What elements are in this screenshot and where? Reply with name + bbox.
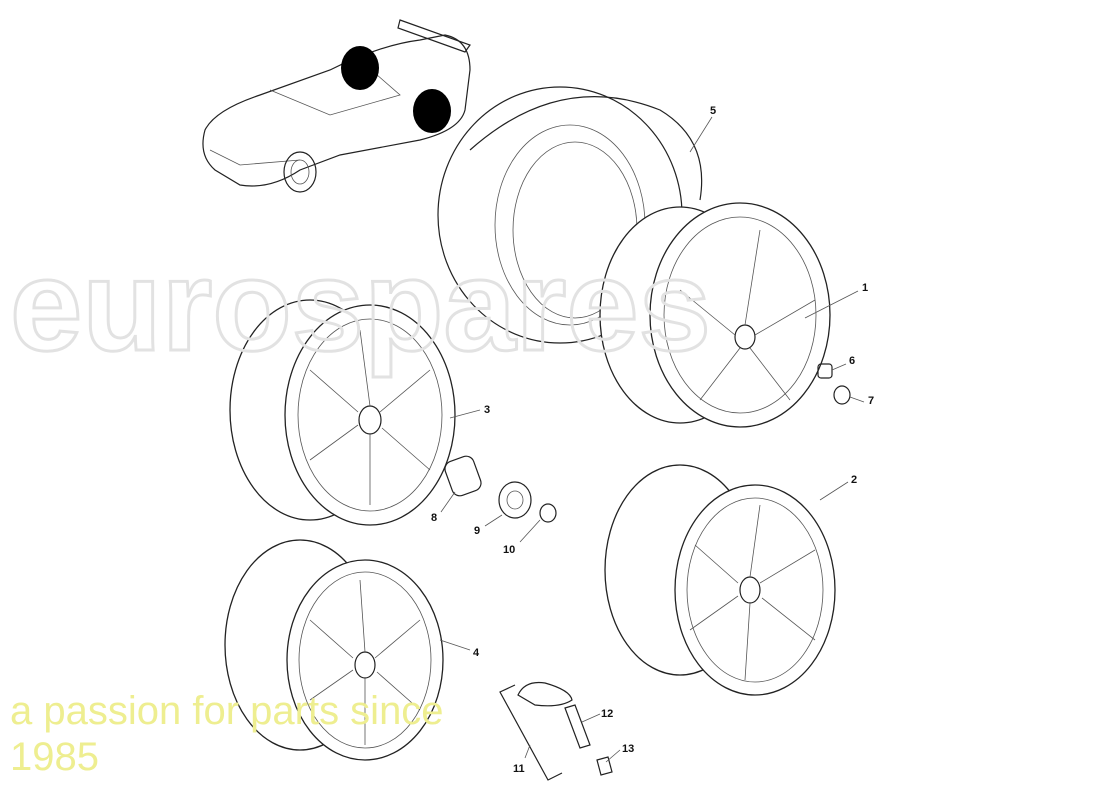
valve-cap: [596, 756, 613, 776]
leader-lines: [439, 116, 865, 763]
centre-cap-7: [833, 385, 851, 405]
callout-5[interactable]: 5: [710, 105, 716, 117]
callout-6[interactable]: 6: [849, 355, 855, 367]
callout-1[interactable]: 1: [862, 282, 868, 294]
wheel-nut-adaptor: [444, 455, 482, 497]
callout-3[interactable]: 3: [484, 404, 490, 416]
valve-stem: [564, 704, 591, 749]
callout-10[interactable]: 10: [503, 544, 515, 556]
tpms-sensor: [517, 681, 573, 707]
callout-8[interactable]: 8: [431, 512, 437, 524]
centre-cap-10: [539, 503, 557, 523]
highlighted-rear-wheel: [413, 89, 451, 133]
callout-11[interactable]: 11: [513, 763, 525, 775]
callout-7[interactable]: 7: [868, 395, 874, 407]
wheel-3: [229, 299, 456, 526]
bracket-11: [499, 684, 563, 781]
callout-9[interactable]: 9: [474, 525, 480, 537]
centre-lock-nut: [498, 481, 532, 519]
wheel-1: [599, 202, 831, 428]
highlighted-front-wheel: [341, 46, 379, 90]
callout-12[interactable]: 12: [601, 708, 613, 720]
wheel-4: [224, 539, 444, 761]
car-overview-illustration: [202, 19, 471, 193]
callout-13[interactable]: 13: [622, 743, 634, 755]
callout-labels: 1 2 3 4 5 6 7 8 9 10 11 12 13: [431, 105, 874, 775]
wheel-2: [604, 464, 836, 696]
callout-4[interactable]: 4: [473, 647, 480, 659]
callout-2[interactable]: 2: [851, 474, 857, 486]
wheel-bolt: [817, 363, 833, 379]
small-parts: [444, 363, 851, 781]
